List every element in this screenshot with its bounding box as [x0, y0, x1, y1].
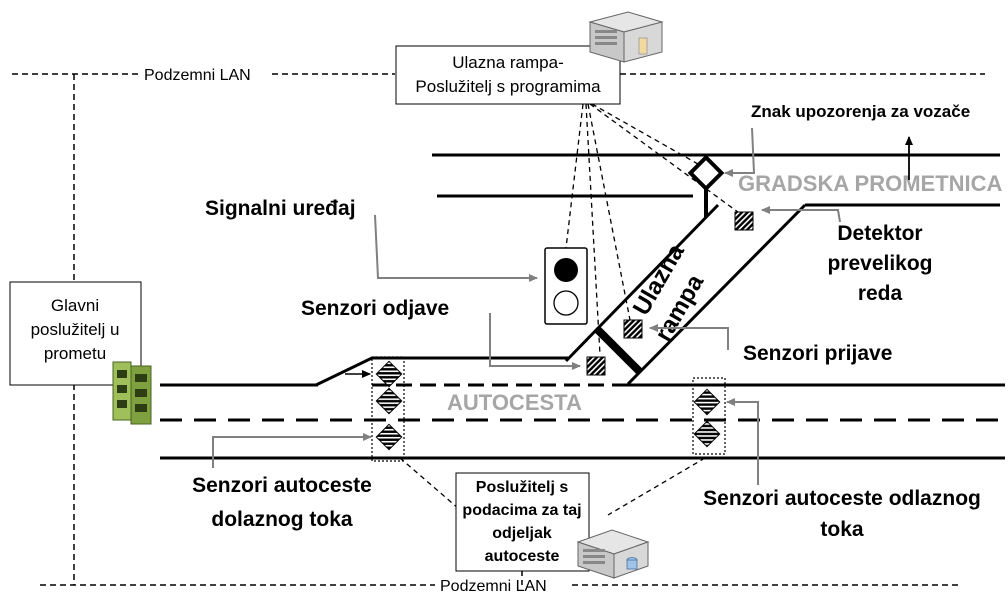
city-road-label: GRADSKA PROMETNICA [738, 171, 1003, 196]
ramp-server-frame [395, 45, 621, 105]
ramp-server-icon [588, 11, 664, 63]
lan-label-top: Podzemni LAN [144, 67, 251, 84]
comm-links [399, 103, 743, 516]
downstream-sensors-label-line2: toka [820, 518, 864, 541]
warning-sign [687, 154, 725, 217]
downstream-sensor-group-frame [692, 377, 726, 455]
queue-detector-leader [761, 206, 841, 223]
signal-device-leader [374, 214, 538, 282]
upstream-sensors-leader [212, 433, 372, 468]
signal-device-label: Signalni uređaj [205, 197, 356, 220]
ramp-stop-bar [595, 327, 643, 375]
comm-link-exit-sensor [585, 103, 601, 356]
queue-detector-sensor [734, 211, 754, 231]
sensor-groups [371, 356, 726, 462]
upstream-sensors-label-line1: Senzori autoceste [192, 474, 372, 497]
lan-label-bottom: Podzemni LAN [440, 578, 547, 595]
signal-light-bottom [553, 290, 579, 316]
queue-detector-label-line1: Detektor [837, 222, 922, 245]
segment-server-line3: odjeljak [492, 525, 552, 542]
entry-sensors-label: Senzori prijave [743, 342, 892, 365]
warning-sign-label: Znak upozorenja za vozače [751, 102, 970, 121]
sensors [375, 211, 754, 451]
upstream-sensor-merge-lane [375, 360, 403, 388]
main-server-line3: prometu [44, 344, 106, 363]
queue-detector-label-line2: prevelikog [827, 252, 932, 275]
downstream-sensors-leader [726, 398, 759, 485]
comm-link-entry-sensor [587, 103, 631, 321]
exit-sensor [586, 356, 606, 376]
downstream-sensor-lane-1 [693, 388, 721, 416]
comm-link-upstream-sensors [399, 457, 467, 516]
main-server-line2: poslužitelj u [31, 320, 120, 339]
comm-link-downstream-sensors [607, 457, 706, 516]
city-road [432, 153, 1000, 207]
upstream-sensor-lane-2 [375, 423, 403, 451]
segment-server-frame [455, 472, 590, 572]
exit-sensors-label: Senzori odjave [301, 297, 449, 320]
main-server-line1: Glavni [51, 296, 99, 315]
segment-server-line4: autoceste [485, 548, 560, 565]
signal-device [544, 247, 588, 325]
comm-link-warning-sign [591, 103, 706, 169]
upstream-sensor-lane-1 [375, 387, 403, 415]
segment-server-line1: Poslužitelj s [476, 479, 569, 496]
leader-arrows [212, 127, 841, 485]
warning-sign-diamond [687, 154, 725, 192]
highway [160, 356, 1005, 460]
downstream-sensors-label-line1: Senzori autoceste odlaznog [703, 487, 981, 510]
comm-link-signal [565, 103, 584, 249]
ramp-server-box: Ulazna rampa- Poslužitelj s programima [395, 45, 621, 105]
segment-server-icon [576, 529, 650, 579]
comm-link-queue-detector [589, 103, 743, 216]
entry-sensor [623, 319, 643, 339]
queue-detector-label-line3: reda [858, 282, 903, 305]
exit-sensors-leader [489, 313, 581, 370]
segment-server-line2: podacima za taj [462, 502, 581, 519]
upstream-sensor-group-frame [371, 356, 405, 462]
upstream-sensors-label-line2: dolaznog toka [211, 508, 352, 531]
ramp-server-line1: Ulazna rampa- [452, 53, 564, 72]
ramp-right-edge [626, 203, 807, 386]
signal-light-top [554, 258, 578, 282]
merge-lane-edge [315, 356, 568, 387]
warning-sign-leader [724, 127, 756, 177]
segment-server-box: Poslužitelj s podacima za taj odjeljak a… [455, 472, 590, 572]
entry-sensors-leader [649, 324, 729, 350]
highway-label: AUTOCESTA [447, 390, 582, 415]
entry-ramp [564, 203, 807, 386]
downstream-sensor-lane-2 [693, 420, 721, 448]
ramp-server-line2: Poslužitelj s programima [415, 77, 601, 96]
ramp-left-edge [564, 203, 720, 363]
main-server-icon [112, 361, 152, 425]
